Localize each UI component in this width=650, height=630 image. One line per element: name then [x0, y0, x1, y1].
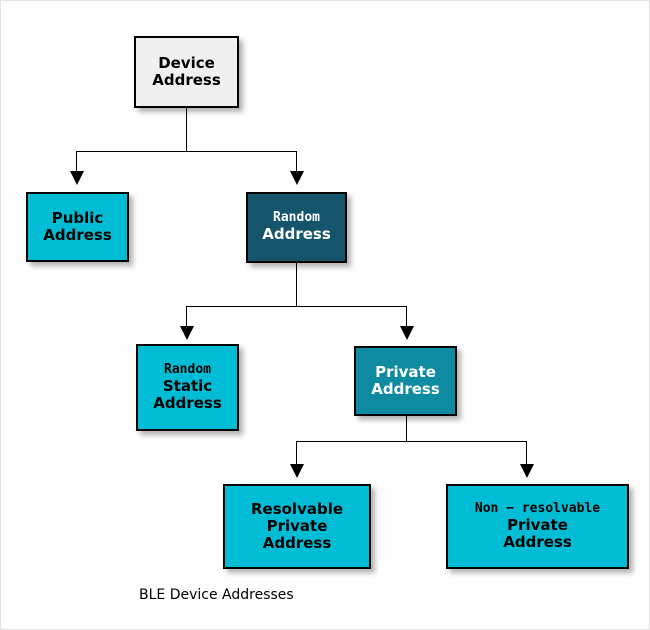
- node-non-resolvable-private-address[interactable]: Non − resolvable Private Address: [446, 484, 629, 569]
- connector-private-to-nonresolvable: [526, 441, 527, 464]
- node-device-address-line-1: Device: [158, 53, 215, 72]
- connector-device-to-random: [296, 151, 297, 171]
- node-public-address-line-1: Public: [51, 208, 104, 227]
- connector-random-to-private: [406, 306, 407, 326]
- connector-random-bar: [186, 306, 407, 307]
- node-resolvable-private-address[interactable]: Resolvable Private Address: [223, 484, 371, 569]
- node-private-address-line-1: Private: [375, 362, 436, 381]
- connector-private-stem: [406, 416, 407, 442]
- node-random-address-line-2: Address: [262, 225, 331, 244]
- node-resolvable-private-address-line-2: Private: [266, 516, 328, 535]
- node-resolvable-private-address-label: Resolvable Private Address: [225, 499, 369, 553]
- connector-private-to-resolvable: [296, 441, 297, 464]
- arrowhead-random-static-address: [180, 326, 194, 340]
- node-random-static-address-line-2: Static: [162, 376, 213, 395]
- arrowhead-private-address: [400, 326, 414, 340]
- connector-device-to-public: [76, 151, 77, 171]
- node-non-resolvable-private-address-label: Non − resolvable Private Address: [448, 500, 627, 551]
- connector-private-bar: [296, 441, 527, 442]
- node-random-static-address-line-3: Address: [153, 393, 222, 412]
- connector-random-to-static: [186, 306, 187, 326]
- node-private-address[interactable]: Private Address: [354, 346, 457, 416]
- node-private-address-label: Private Address: [356, 362, 455, 399]
- node-public-address[interactable]: Public Address: [26, 192, 129, 262]
- node-non-resolvable-private-address-line-1: Non − resolvable: [474, 500, 601, 516]
- connector-device-bar: [76, 151, 297, 152]
- arrowhead-resolvable-private-address: [290, 464, 304, 478]
- node-random-address[interactable]: Random Address: [246, 192, 347, 263]
- diagram-caption: BLE Device Addresses: [139, 587, 294, 603]
- node-non-resolvable-private-address-line-3: Address: [503, 532, 572, 551]
- node-random-static-address[interactable]: Random Static Address: [136, 344, 239, 431]
- node-random-static-address-line-1: Random: [164, 361, 211, 377]
- node-random-address-label: Random Address: [248, 210, 345, 244]
- arrowhead-public-address: [70, 171, 84, 185]
- node-resolvable-private-address-line-3: Address: [262, 534, 332, 553]
- node-public-address-label: Public Address: [28, 208, 127, 245]
- node-device-address-label: Device Address: [136, 53, 237, 90]
- connector-random-stem: [296, 263, 297, 307]
- node-public-address-line-2: Address: [43, 226, 112, 244]
- node-device-address[interactable]: Device Address: [134, 36, 239, 108]
- arrowhead-non-resolvable-private-address: [520, 464, 534, 478]
- node-private-address-line-2: Address: [371, 380, 440, 398]
- arrowhead-random-address: [290, 171, 304, 185]
- connector-device-stem: [186, 108, 187, 152]
- node-resolvable-private-address-line-1: Resolvable: [250, 499, 344, 518]
- node-non-resolvable-private-address-line-2: Private: [507, 515, 568, 534]
- node-device-address-line-2: Address: [152, 71, 221, 89]
- node-random-static-address-label: Random Static Address: [138, 361, 237, 412]
- node-random-address-line-1: Random: [273, 210, 320, 226]
